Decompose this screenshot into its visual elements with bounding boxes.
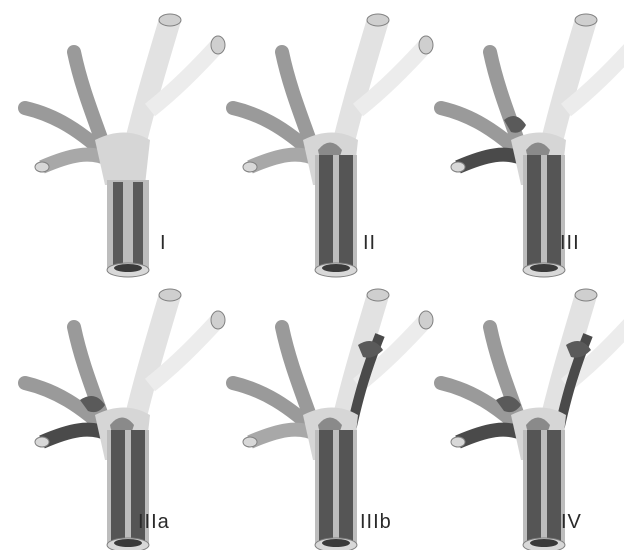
panel-label: III <box>560 232 580 255</box>
panel-label: I <box>160 232 167 255</box>
panel-IIIa: IIIa <box>0 275 208 550</box>
branching-vessel-diagram-IV <box>416 275 624 550</box>
branching-vessel-diagram-IIIa <box>0 275 208 550</box>
branching-vessel-diagram-IIIb <box>208 275 416 550</box>
branching-vessel-diagram-I <box>0 0 208 275</box>
panel-label: IIIb <box>360 511 392 534</box>
panel-label: IV <box>561 511 582 534</box>
panel-label: IIIa <box>138 511 170 534</box>
panel-I: I <box>0 0 208 275</box>
panel-IV: IV <box>416 275 624 550</box>
branching-vessel-diagram-II <box>208 0 416 275</box>
panel-label: II <box>363 232 376 255</box>
panel-II: II <box>208 0 416 275</box>
panel-III: III <box>416 0 624 275</box>
panel-IIIb: IIIb <box>208 275 416 550</box>
branching-vessel-diagram-III <box>416 0 624 275</box>
